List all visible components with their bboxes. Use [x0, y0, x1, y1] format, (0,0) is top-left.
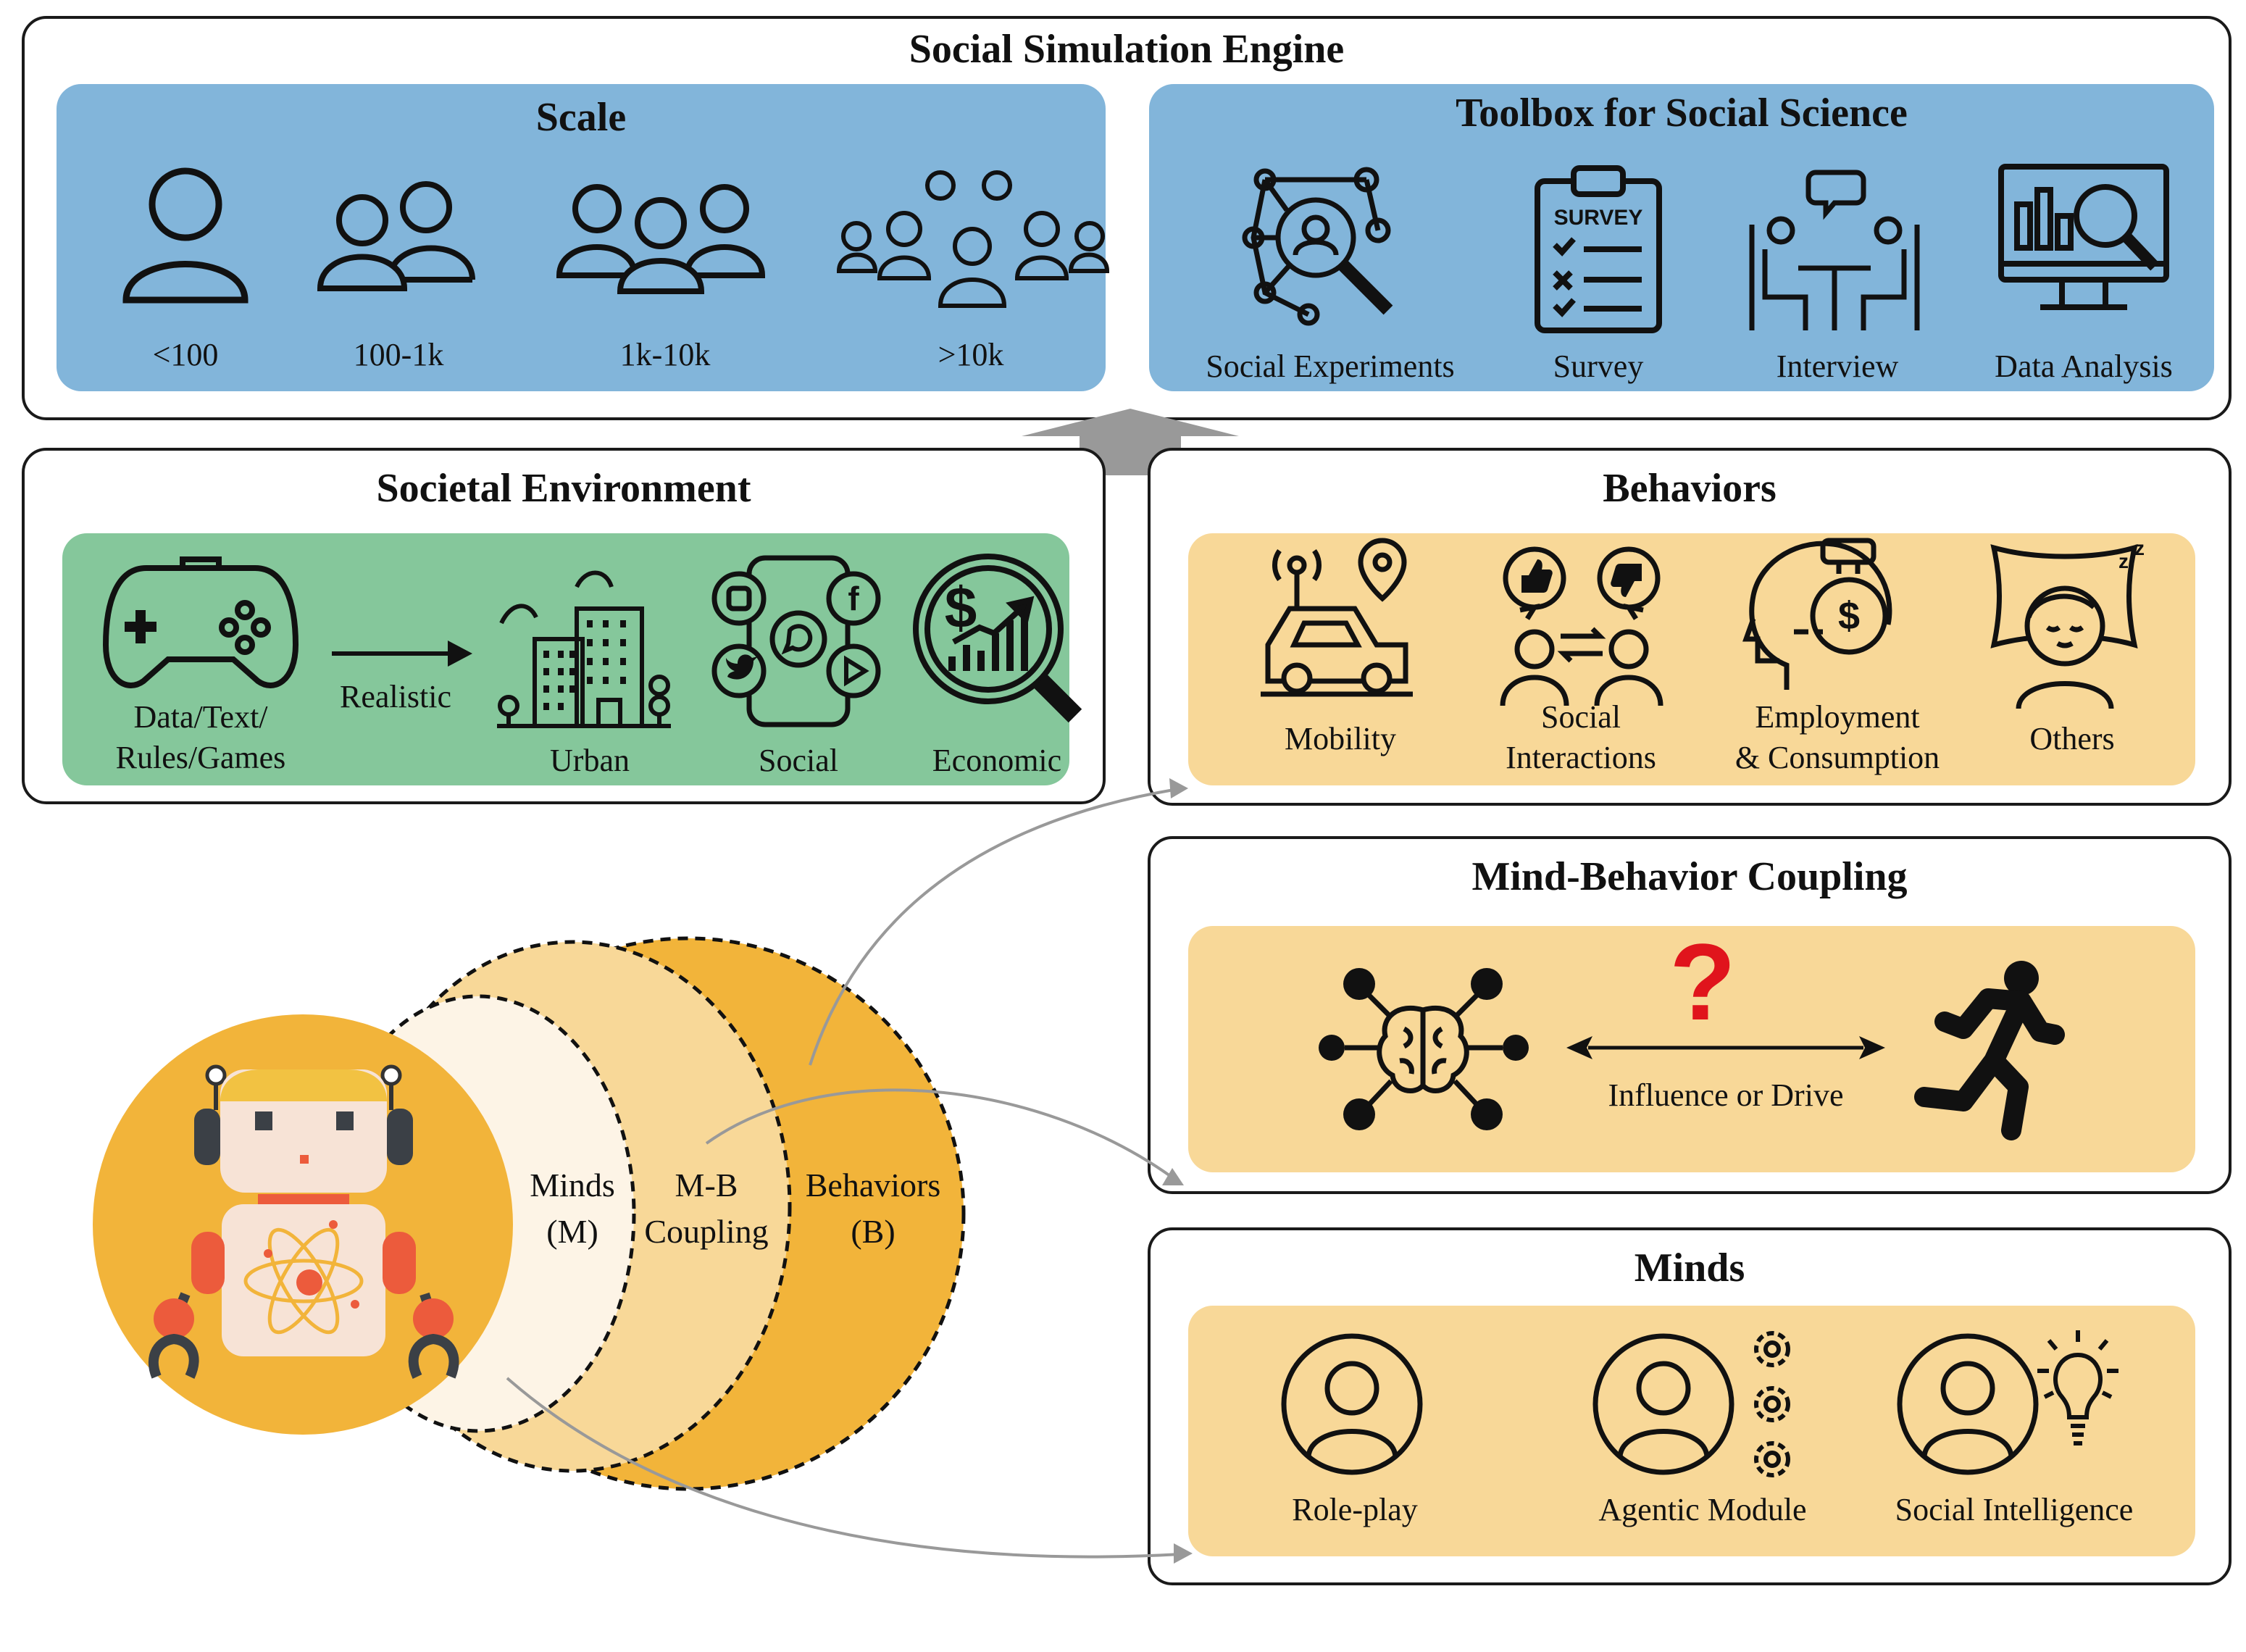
person-gears-icon	[1592, 1331, 1790, 1477]
behavior-label-social-line2: Interactions	[1506, 740, 1656, 775]
data-analysis-monitor-icon	[1998, 164, 2169, 310]
minds-label-agentic-module: Agentic Module	[1598, 1492, 1807, 1527]
venn-behaviors-line1: Behaviors	[805, 1167, 941, 1203]
env-label-social: Social	[759, 743, 838, 778]
coupling-box: ? Influence or Drive	[1188, 926, 2195, 1172]
three-people-icon	[556, 184, 766, 294]
behavior-label-employment-line1: Employment	[1755, 699, 1920, 735]
social-simulation-engine-panel: Social Simulation Engine Scale	[22, 16, 2232, 420]
env-source-line2: Rules/Games	[115, 740, 286, 775]
svg-text:f: f	[848, 580, 859, 617]
scale-label-lt100: <100	[152, 337, 219, 372]
minds-box: Role-play Agentic Module	[1188, 1306, 2195, 1556]
realistic-arrow-icon	[332, 641, 472, 667]
interview-icon	[1749, 170, 1920, 330]
toolbox-label-social-experiments: Social Experiments	[1206, 349, 1455, 384]
env-source-line1: Data/Text/	[133, 699, 268, 735]
scale-label-100-1k: 100-1k	[353, 337, 444, 372]
toolbox-box: Toolbox for Social Science SURVEY	[1149, 84, 2214, 391]
influence-or-drive-label: Influence or Drive	[1608, 1077, 1844, 1113]
scale-title: Scale	[535, 95, 627, 140]
minds-label-social-intelligence: Social Intelligence	[1895, 1492, 2134, 1527]
two-people-icon	[317, 181, 475, 291]
game-controller-icon	[102, 556, 299, 688]
survey-clipboard-icon: SURVEY	[1535, 165, 1662, 333]
behaviors-title: Behaviors	[1603, 466, 1777, 511]
question-mark: ?	[1669, 921, 1736, 1043]
behaviors-box: Mobility Social Interactions	[1188, 533, 2195, 785]
venn-behaviors-line2: (B)	[851, 1213, 896, 1250]
scale-label-1k-10k: 1k-10k	[619, 337, 711, 372]
behavior-label-mobility: Mobility	[1284, 721, 1397, 756]
behaviors-panel: Behaviors Mobility	[1148, 448, 2232, 806]
minds-title: Minds	[1634, 1246, 1745, 1290]
person-lightbulb-icon	[1897, 1330, 2118, 1475]
env-label-economic: Economic	[932, 743, 1062, 778]
person-circle-icon	[1281, 1333, 1423, 1475]
scale-box: Scale	[57, 84, 1110, 391]
societal-environment-panel: Societal Environment Data/Text/ Rules/Ga…	[22, 448, 1106, 804]
toolbox-label-interview: Interview	[1776, 349, 1899, 384]
toolbox-label-data-analysis: Data Analysis	[1995, 349, 2173, 384]
sleeping-person-icon: z z	[1990, 537, 2145, 709]
coupling-panel: Mind-Behavior Coupling ? Influence or Dr…	[1148, 836, 2232, 1194]
social-media-phone-icon: f	[711, 555, 881, 727]
toolbox-label-survey: Survey	[1553, 349, 1644, 384]
engine-title: Social Simulation Engine	[909, 27, 1345, 72]
venn-coupling-line2: Coupling	[644, 1213, 769, 1250]
running-person-icon	[1914, 961, 2065, 1140]
behavior-label-employment-line2: & Consumption	[1734, 740, 1940, 775]
minds-label-role-play: Role-play	[1292, 1492, 1418, 1527]
city-buildings-icon	[497, 570, 671, 728]
brain-network-icon	[1319, 968, 1529, 1130]
minds-panel: Minds Role-play Agentic Module	[1148, 1227, 2232, 1585]
svg-text:z: z	[2134, 537, 2145, 559]
survey-badge-text: SURVEY	[1554, 206, 1643, 230]
environment-title: Societal Environment	[376, 466, 751, 511]
behavior-label-others: Others	[2029, 721, 2115, 756]
coupling-title: Mind-Behavior Coupling	[1471, 854, 1908, 899]
svg-text:$: $	[945, 575, 977, 640]
venn-minds-line2: (M)	[546, 1213, 598, 1250]
svg-text:z: z	[2118, 550, 2129, 572]
env-label-urban: Urban	[550, 743, 630, 778]
scale-label-gt10k: >10k	[938, 337, 1004, 372]
head-money-icon: $	[1742, 538, 1892, 690]
environment-box: Data/Text/ Rules/Games Realistic	[62, 533, 1082, 785]
social-interaction-icon	[1500, 546, 1663, 706]
bidirectional-arrow-icon	[1566, 1036, 1885, 1059]
single-person-icon	[122, 167, 249, 304]
venn-coupling-line1: M-B	[675, 1167, 738, 1203]
car-location-icon	[1261, 538, 1413, 697]
up-arrow-icon	[1022, 409, 1239, 475]
svg-text:$: $	[1838, 594, 1860, 638]
toolbox-title: Toolbox for Social Science	[1456, 91, 1908, 135]
venn-minds-line1: Minds	[530, 1167, 615, 1203]
behavior-label-social-line1: Social	[1541, 699, 1621, 735]
economic-magnifier-icon: $	[913, 554, 1082, 723]
network-search-icon	[1242, 167, 1393, 326]
robot-icon	[148, 1064, 459, 1379]
realistic-label: Realistic	[340, 679, 451, 714]
crowd-icon	[836, 170, 1110, 308]
